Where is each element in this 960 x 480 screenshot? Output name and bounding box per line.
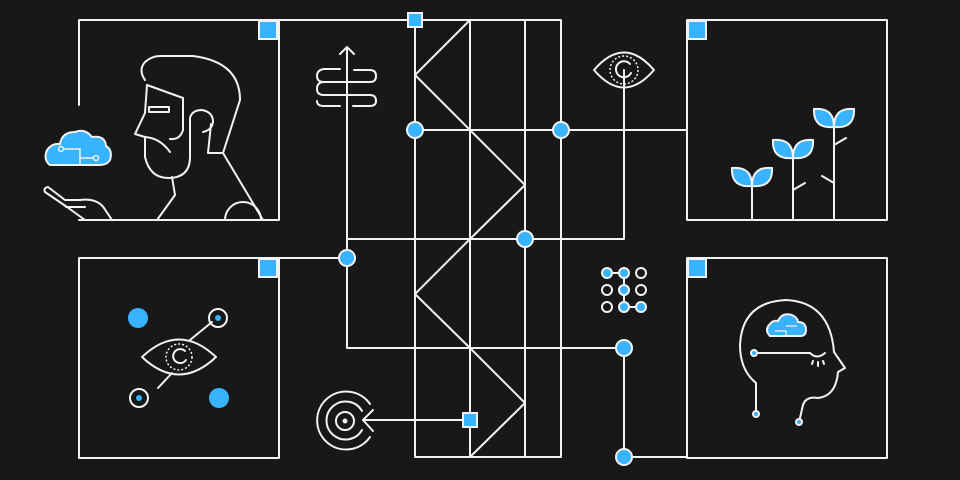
network-node xyxy=(406,121,424,139)
network-node xyxy=(615,448,633,466)
frame-top-right xyxy=(686,19,888,221)
square-marker xyxy=(258,20,278,40)
network-node xyxy=(338,249,356,267)
frame-top-left xyxy=(78,19,280,221)
sprouts-icon xyxy=(730,107,856,221)
wind-arrow-icon xyxy=(316,46,377,131)
square-marker xyxy=(407,12,423,28)
frame-bottom-right xyxy=(686,257,888,459)
network-node xyxy=(552,121,570,139)
cloud-circuit-icon xyxy=(44,129,112,166)
target-icon xyxy=(316,390,374,451)
open-hand-icon xyxy=(43,186,113,221)
person-profile-icon xyxy=(134,55,264,221)
square-marker xyxy=(687,20,707,40)
network-node xyxy=(615,339,633,357)
eye-network-icon xyxy=(128,308,229,408)
square-marker xyxy=(258,258,278,278)
frame-bottom-left xyxy=(78,257,280,459)
circuit-network xyxy=(78,19,688,458)
head-cloud-icon xyxy=(739,299,846,426)
dot-grid-icon xyxy=(601,267,647,313)
square-marker xyxy=(462,412,478,428)
eye-icon xyxy=(593,51,655,89)
square-marker xyxy=(687,258,707,278)
network-node xyxy=(516,230,534,248)
